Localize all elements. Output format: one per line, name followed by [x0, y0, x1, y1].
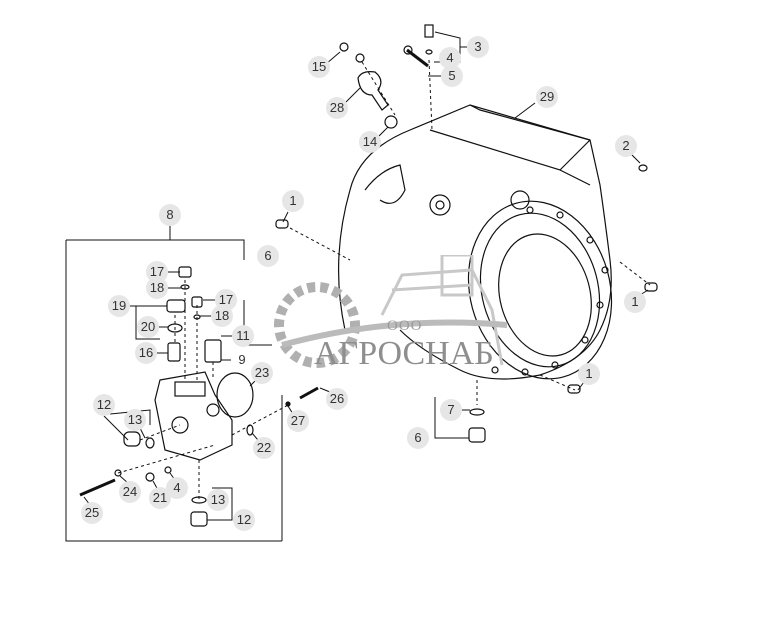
callout-6[interactable]: 6	[257, 245, 279, 267]
callout-13[interactable]: 13	[124, 409, 146, 431]
callout-5[interactable]: 5	[441, 65, 463, 87]
callout-25[interactable]: 25	[81, 502, 103, 524]
callout-18[interactable]: 18	[146, 277, 168, 299]
combine-harvester-logo-icon	[274, 255, 508, 368]
callout-12[interactable]: 12	[233, 509, 255, 531]
housing-outline	[349, 104, 612, 380]
company-watermark: ООО АГРОСНАБ	[272, 255, 512, 385]
callout-4[interactable]: 4	[166, 477, 188, 499]
callout-28[interactable]: 28	[326, 97, 348, 119]
callout-12[interactable]: 12	[93, 394, 115, 416]
callout-27[interactable]: 27	[287, 410, 309, 432]
callout-1[interactable]: 1	[578, 363, 600, 385]
callout-8[interactable]: 8	[159, 204, 181, 226]
callout-4[interactable]: 4	[439, 47, 461, 69]
callout-23[interactable]: 23	[251, 362, 273, 384]
callout-21[interactable]: 21	[149, 487, 171, 509]
callout-2[interactable]: 2	[615, 135, 637, 157]
callout-22[interactable]: 22	[253, 437, 275, 459]
callout-6[interactable]: 6	[407, 427, 429, 449]
callout-29[interactable]: 29	[536, 86, 558, 108]
callout-18[interactable]: 18	[211, 305, 233, 327]
callout-9[interactable]: 9	[238, 352, 246, 367]
callout-1[interactable]: 1	[624, 291, 646, 313]
watermark-company-name: АГРОСНАБ	[314, 335, 494, 372]
callout-13[interactable]: 13	[207, 489, 229, 511]
callout-15[interactable]: 15	[308, 56, 330, 78]
callout-14[interactable]: 14	[359, 131, 381, 153]
callout-19[interactable]: 19	[108, 295, 130, 317]
valve-block	[154, 371, 233, 461]
callout-24[interactable]: 24	[119, 481, 141, 503]
callout-7[interactable]: 7	[440, 399, 462, 421]
callout-11[interactable]: 11	[232, 325, 254, 347]
callout-3[interactable]: 3	[467, 36, 489, 58]
callout-1[interactable]: 1	[282, 190, 304, 212]
callout-20[interactable]: 20	[137, 316, 159, 338]
watermark-prefix: ООО	[387, 318, 423, 334]
callout-16[interactable]: 16	[135, 342, 157, 364]
callout-26[interactable]: 26	[326, 388, 348, 410]
